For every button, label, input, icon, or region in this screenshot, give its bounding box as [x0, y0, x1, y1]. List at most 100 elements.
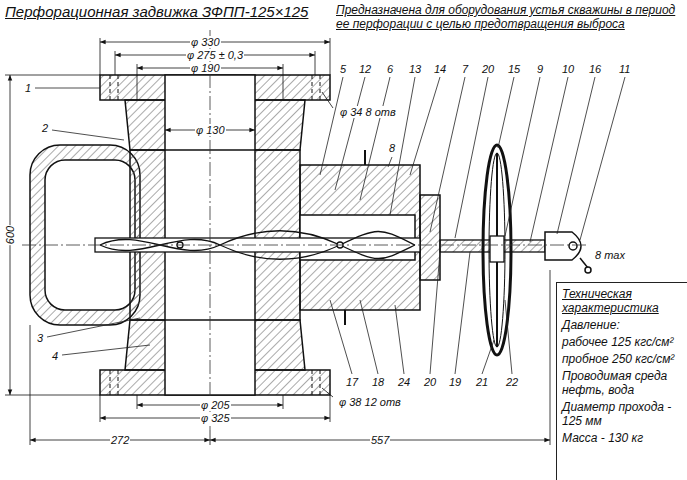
- leader-lines-part: [335, 77, 365, 190]
- handwheel: [483, 145, 511, 355]
- callout-number: 24: [397, 376, 411, 388]
- leader-lines-part: [482, 340, 494, 374]
- dimension-label: φ 34 8 отв: [339, 106, 397, 118]
- callout-number: 13: [408, 63, 422, 75]
- dimension-lines-part: [322, 92, 333, 108]
- valve-body-part: [45, 160, 135, 310]
- bolt-holes-part: [312, 370, 313, 395]
- callout-number: 4: [51, 350, 59, 362]
- leader-lines-part: [47, 318, 140, 337]
- leader-lines: [35, 77, 625, 374]
- bolt-holes-part: [320, 370, 321, 395]
- bolt-holes-part: [312, 75, 313, 100]
- dimension-label: φ 205: [200, 399, 231, 411]
- leader-lines-part: [35, 88, 100, 89]
- dimension-lines-part: [550, 270, 551, 445]
- bolt-holes-part: [118, 75, 119, 100]
- leader-lines-part: [360, 300, 378, 374]
- small-bolts-part: [344, 310, 346, 325]
- dimension-lines-part: [30, 325, 31, 445]
- leader-lines-part: [455, 77, 488, 238]
- bolt-holes-part: [320, 75, 321, 100]
- dimension-label: φ 38 12 отв: [338, 396, 402, 408]
- center-lines-part: [210, 30, 211, 430]
- clevis-part: [585, 267, 591, 273]
- callout-number: 1: [24, 82, 32, 94]
- spec-line: Диаметр прохода - 125 мм: [562, 400, 684, 428]
- purpose-note: Предназначена для оборудования устья скв…: [335, 3, 682, 31]
- clevis: [545, 232, 591, 273]
- dimension-lines-part: [283, 64, 284, 100]
- dimension-label: 600: [4, 225, 16, 245]
- callout-number: 16: [588, 63, 602, 75]
- dimension-lines-part: [283, 395, 284, 409]
- clevis-part: [569, 242, 577, 250]
- leader-lines-part: [410, 77, 440, 175]
- leader-lines-part: [455, 252, 470, 374]
- handwheel-part: [496, 153, 498, 236]
- callout-number: 3: [36, 332, 44, 344]
- dimension-label: 557: [370, 434, 390, 446]
- spec-line: Масса - 130 кг: [562, 431, 684, 445]
- leader-lines-part: [52, 130, 124, 140]
- drawing-title: Перфорационная задвижка ЗФПП-125×125: [5, 3, 308, 21]
- leader-lines-part: [320, 77, 343, 175]
- leader-lines-part: [430, 252, 440, 374]
- handwheel-part: [483, 145, 511, 355]
- callout-number: 7: [461, 63, 469, 75]
- clevis-part: [545, 232, 581, 260]
- gate-rod-part: [100, 231, 415, 259]
- leader-lines-part: [580, 77, 625, 240]
- callout-number: 22: [505, 376, 519, 388]
- spec-heading: Техническая характеристика: [562, 287, 684, 315]
- callout-number: 5: [339, 63, 347, 75]
- callout-number: 14: [433, 63, 447, 75]
- spec-line: Проводимая среда нефть, вода: [562, 369, 684, 397]
- dimension-lines-part: [330, 38, 331, 75]
- bolt-holes-part: [110, 75, 111, 100]
- bolt-holes: [110, 75, 320, 395]
- dimension-lines-part: [210, 430, 211, 445]
- dimension-label: φ 190: [190, 62, 221, 74]
- callout-number: 9: [536, 63, 544, 75]
- leader-lines-part: [498, 77, 514, 148]
- center-lines: [22, 30, 588, 430]
- center-lines-part: [22, 245, 588, 246]
- spec-line: пробное 250 кгс/см²: [562, 352, 684, 366]
- leader-lines-part: [360, 77, 390, 200]
- handwheel-part: [490, 236, 504, 262]
- dimension-lines-part: [100, 38, 101, 75]
- handwheel-part: [496, 262, 498, 347]
- callout-number: 21: [475, 376, 489, 388]
- leader-lines-part: [62, 345, 150, 355]
- dimension-lines-part: [137, 64, 138, 100]
- valve-body: [30, 75, 440, 395]
- callout-number: 8: [388, 142, 396, 154]
- dimension-lines-part: [5, 395, 100, 396]
- callout-number: 17: [345, 376, 359, 388]
- small-bolts: [345, 150, 365, 325]
- dimension-label: φ 130: [195, 124, 226, 136]
- valve-body-part: [30, 145, 140, 325]
- dimension-label: φ 275 ± 0,3: [186, 49, 244, 61]
- dimension-lines: [5, 38, 550, 445]
- dimension-label: 8 max: [594, 249, 626, 261]
- callout-number: 11: [618, 63, 631, 75]
- dimension-lines-part: [322, 388, 333, 397]
- callout-number: 15: [507, 63, 521, 75]
- gate-rod-part: [100, 231, 415, 259]
- leader-lines-part: [530, 77, 568, 242]
- valve-body-part: [420, 195, 440, 280]
- leader-lines-part: [330, 300, 352, 374]
- spec-line: рабочее 125 кгс/см²: [562, 335, 684, 349]
- handwheel-part: [489, 153, 505, 347]
- bolt-holes-part: [118, 370, 119, 395]
- spec-box: Техническая характеристикаДавление: рабоч…: [556, 282, 687, 480]
- spec-line: Давление:: [562, 318, 684, 332]
- callout-number: 2: [41, 122, 49, 134]
- callout-number: 20: [423, 376, 437, 388]
- small-bolts-part: [364, 150, 366, 165]
- leader-lines-part: [505, 77, 540, 236]
- leader-lines-part: [505, 300, 512, 374]
- callout-number: 20: [481, 63, 495, 75]
